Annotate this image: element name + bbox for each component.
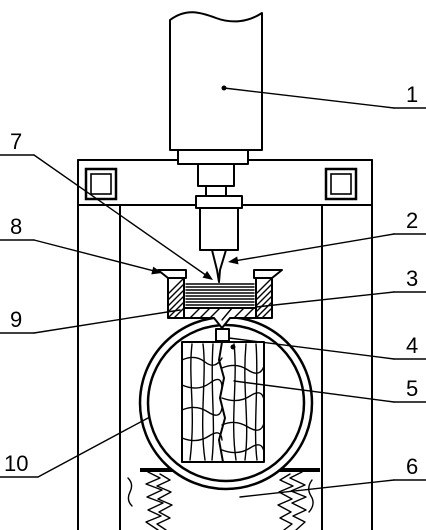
holder-neck xyxy=(205,185,227,197)
holder-flange xyxy=(177,149,249,165)
callout-7: 7 xyxy=(0,129,213,280)
callout-2: 2 xyxy=(228,208,426,265)
callout-1: 1 xyxy=(223,82,426,109)
callout-6: 6 xyxy=(239,454,426,498)
leader-arrowhead-8 xyxy=(151,266,162,275)
cup-lip-right xyxy=(253,269,283,279)
leader-line-1 xyxy=(223,87,395,109)
contact-block xyxy=(215,328,230,342)
cup-wall-right xyxy=(255,277,273,319)
leader-line-3 xyxy=(255,291,395,308)
tool-holder xyxy=(177,149,249,251)
drive-column xyxy=(169,11,263,151)
frame-posts xyxy=(77,159,373,530)
callout-5: 5 xyxy=(233,376,426,403)
holder-collar xyxy=(195,195,243,209)
callout-number-8: 8 xyxy=(10,214,22,239)
callout-number-4: 4 xyxy=(406,333,418,358)
callout-number-10: 10 xyxy=(4,451,28,476)
callout-number-1: 1 xyxy=(406,82,418,107)
leader-arrowhead-7 xyxy=(202,271,213,280)
leader-line-7 xyxy=(33,154,206,276)
callout-3: 3 xyxy=(255,266,426,308)
leader-arrowhead-2 xyxy=(228,256,239,265)
material-layers xyxy=(185,283,255,306)
leader-line-2 xyxy=(235,233,395,262)
callout-number-5: 5 xyxy=(406,376,418,401)
frame-square-right xyxy=(324,167,358,201)
wood-sample xyxy=(181,341,265,463)
leader-line-4 xyxy=(228,337,395,360)
callout-number-7: 7 xyxy=(10,129,22,154)
callout-10: 10 xyxy=(0,417,149,478)
leader-line-5 xyxy=(233,380,395,403)
leader-line-8 xyxy=(33,239,154,272)
cup-bottom xyxy=(183,307,257,329)
callout-4: 4 xyxy=(228,333,426,360)
holder-body xyxy=(199,207,239,251)
cup-lip-left xyxy=(157,269,187,279)
callout-number-6: 6 xyxy=(406,454,418,479)
callout-number-3: 3 xyxy=(406,266,418,291)
holder-block xyxy=(197,163,235,187)
callout-number-9: 9 xyxy=(10,307,22,332)
sample-split-line xyxy=(218,341,226,463)
callout-9: 9 xyxy=(0,307,181,334)
needle-indenter xyxy=(211,249,227,283)
leader-line-10 xyxy=(37,417,149,478)
wood-grain xyxy=(181,343,265,461)
leader-line-9 xyxy=(33,309,181,334)
leader-line-6 xyxy=(239,479,395,498)
callout-8: 8 xyxy=(0,214,162,275)
callout-number-2: 2 xyxy=(406,208,418,233)
